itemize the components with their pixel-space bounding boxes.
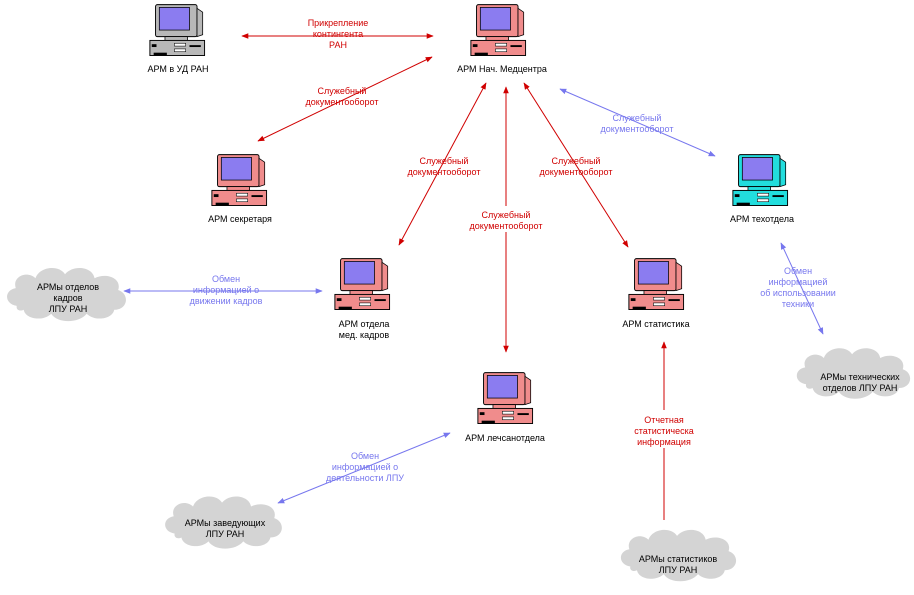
link-doc-secretary [257,56,433,142]
link-doc-stat-label: Служебный документооборот [539,156,613,177]
link-heads-exchange-label: Обмен информацией о деятельности ЛПУ [325,451,405,483]
pc-tech-icon [732,154,789,206]
link-heads-exchange [277,432,451,504]
node-stat-label: АРМ статистика [622,319,690,329]
node-lech-label: АРМ лечсанотдела [465,433,545,443]
link-hr-exchange-label: Обмен информацией о движении кадров [189,274,263,306]
node-secretary-label: АРМ секретаря [208,214,272,224]
cloud-heads-label: АРМы заведующих ЛПУ РАН [184,518,266,539]
link-tech-exchange [780,242,824,335]
node-ud-label: АРМ в УД РАН [147,64,209,74]
pc-secretary-icon [211,154,268,206]
link-doc-tech-label: Служебный документооборот [600,113,674,134]
pc-stat-icon [628,258,685,310]
node-tech-label: АРМ техотдела [730,214,794,224]
pc-ud-icon [149,4,206,56]
cloud-statisticians-label: АРМы статистиков ЛПУ РАН [638,554,718,575]
link-doc-stat [523,82,629,248]
node-hr-label: АРМ отдела мед. кадров [338,319,390,340]
link-attach-label: Прикрепление контингента РАН [307,18,369,50]
pc-lech-icon [477,372,534,424]
link-doc-hr [398,82,487,246]
link-doc-tech [559,88,716,157]
cloud-tech-depts-label: АРМы технических отделов ЛПУ РАН [820,372,900,393]
pc-chief-icon [470,4,527,56]
link-doc-hr-label: Служебный документооборот [407,156,481,177]
node-chief-label: АРМ Нач. Медцентра [457,64,547,74]
pc-hr-icon [334,258,391,310]
link-doc-lech-label: Служебный документооборот [469,210,543,231]
cloud-hr-depts-label: АРМы отделов кадров ЛПУ РАН [36,282,100,314]
link-doc-secretary-label: Служебный документооборот [305,86,379,107]
link-stat-report-label: Отчетная статистическа информация [634,415,694,447]
link-tech-exchange-label: Обмен информацией об использовании техни… [760,266,836,309]
